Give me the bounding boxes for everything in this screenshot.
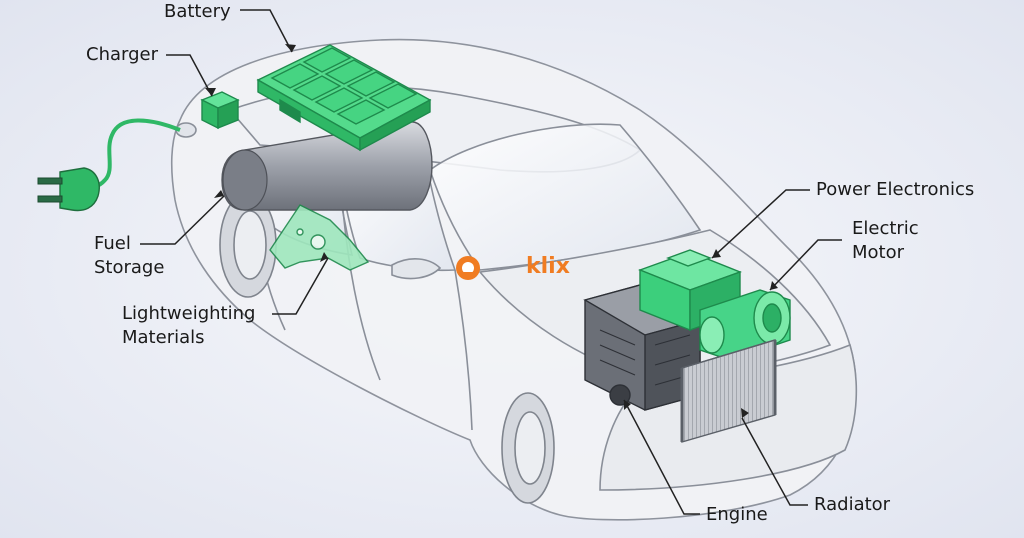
label-charger: Charger xyxy=(86,44,158,65)
lightweighting-bracket xyxy=(269,204,370,271)
charger-box xyxy=(200,91,240,130)
leader-radiator xyxy=(741,417,808,506)
label-lightweighting-line2: Materials xyxy=(122,327,205,348)
charging-plug xyxy=(37,118,181,212)
label-electric-motor-line2: Motor xyxy=(852,242,905,263)
label-lightweighting-line1: Lightweighting xyxy=(122,303,256,324)
leader-power-electronics xyxy=(711,189,810,259)
watermark-text: klix xyxy=(526,254,570,279)
radiator-core xyxy=(680,339,777,443)
label-electric-motor-line1: Electric xyxy=(852,218,919,239)
leader-charger xyxy=(166,54,213,97)
fuel-storage-tank xyxy=(221,121,433,211)
leader-lines xyxy=(140,9,842,515)
wheels xyxy=(219,192,555,504)
watermark-logo-icon xyxy=(456,256,480,280)
label-battery: Battery xyxy=(164,1,231,22)
leader-electric-motor xyxy=(769,239,842,291)
leader-fuel-storage xyxy=(140,195,225,245)
leader-arrowheads xyxy=(205,44,778,418)
leader-battery xyxy=(240,9,293,53)
label-engine: Engine xyxy=(706,504,768,525)
label-fuel-storage-line2: Storage xyxy=(94,257,165,278)
label-radiator: Radiator xyxy=(814,494,891,515)
leader-lightweighting xyxy=(272,257,329,315)
battery-pack xyxy=(256,44,432,152)
label-fuel-storage-line1: Fuel xyxy=(94,233,131,254)
label-power-electronics: Power Electronics xyxy=(816,179,975,200)
leader-engine xyxy=(623,399,700,515)
